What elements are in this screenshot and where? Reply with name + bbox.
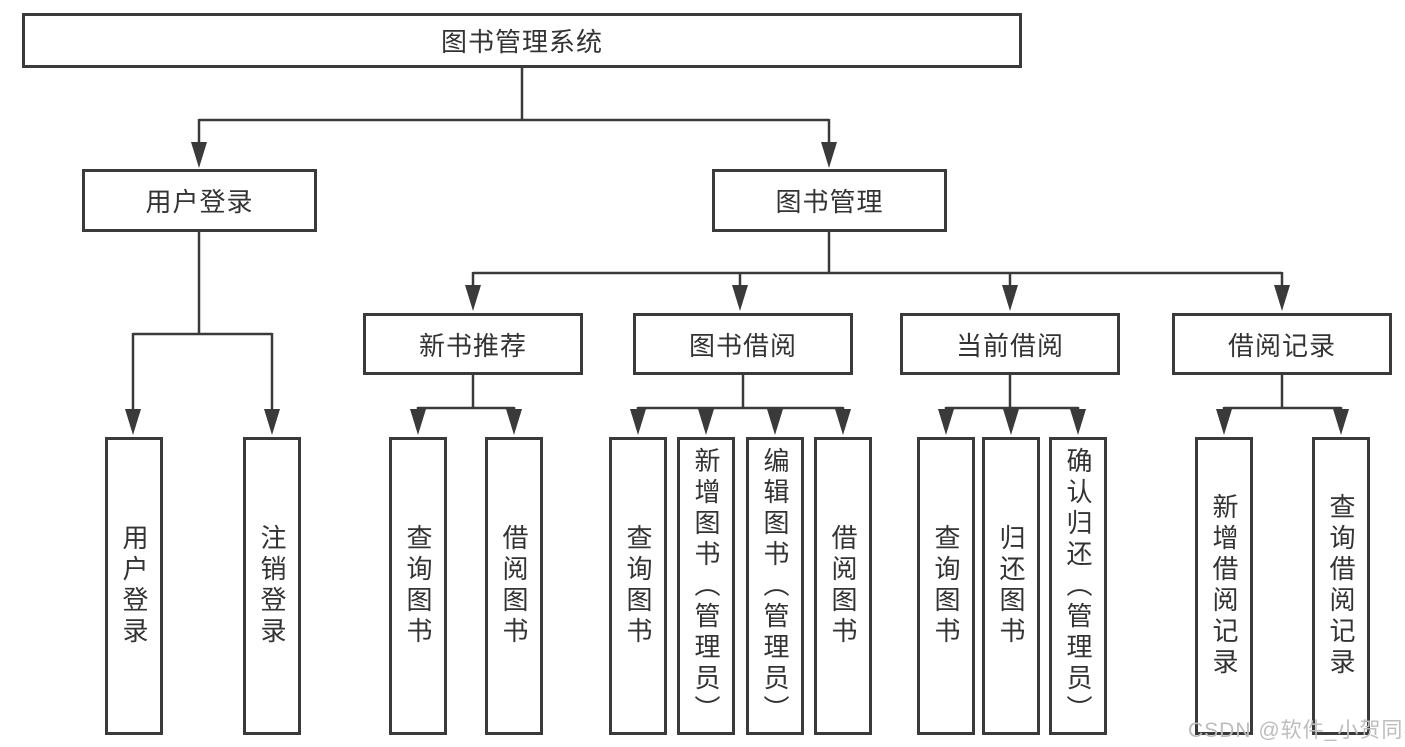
leaf-label: 注销登录	[257, 524, 287, 648]
leaf-recommend-query-book: 查询图书	[389, 437, 447, 735]
leaf-login-user-login: 用户登录	[105, 437, 163, 735]
arrowhead-icon	[1070, 409, 1086, 435]
leaf-label: 查询图书	[931, 524, 961, 648]
leaf-borrow-edit-book-admin: 编辑图书（管理员）	[746, 437, 804, 735]
arrowhead-icon	[1003, 409, 1019, 435]
node-current-borrow: 当前借阅	[900, 313, 1120, 375]
arrowhead-icon	[732, 285, 748, 311]
node-user-login: 用户登录	[82, 169, 317, 232]
leaf-borrow-add-book-admin: 新增图书（管理员）	[677, 437, 735, 735]
node-new-book-recommend: 新书推荐	[363, 313, 583, 375]
leaf-label: 查询借阅记录	[1326, 493, 1356, 679]
arrowhead-icon	[1216, 409, 1232, 435]
node-root: 图书管理系统	[22, 13, 1022, 68]
arrowhead-icon	[1002, 285, 1018, 311]
leaf-label: 查询图书	[403, 524, 433, 648]
arrowhead-icon	[821, 142, 837, 168]
leaf-recommend-borrow-book: 借阅图书	[485, 437, 543, 735]
connector-arrowheads	[125, 142, 1349, 435]
arrowhead-icon	[410, 409, 426, 435]
node-borrow-records: 借阅记录	[1172, 313, 1392, 375]
leaf-current-query-book: 查询图书	[917, 437, 975, 735]
leaf-login-logout: 注销登录	[243, 437, 301, 735]
arrowhead-icon	[835, 409, 851, 435]
leaf-label: 归还图书	[996, 524, 1026, 648]
arrowhead-icon	[698, 409, 714, 435]
node-book-management: 图书管理	[712, 169, 947, 232]
arrowhead-icon	[506, 409, 522, 435]
leaf-label: 编辑图书（管理员）	[760, 446, 790, 726]
arrowhead-icon	[630, 409, 646, 435]
leaf-label: 借阅图书	[499, 524, 529, 648]
node-book-borrow: 图书借阅	[633, 313, 853, 375]
leaf-borrow-borrow-book: 借阅图书	[814, 437, 872, 735]
arrowhead-icon	[465, 285, 481, 311]
arrowhead-icon	[264, 409, 280, 435]
leaf-current-confirm-return-admin: 确认归还（管理员）	[1049, 437, 1107, 735]
watermark: CSDN @软件_小贺同学	[1188, 719, 1405, 742]
arrowhead-icon	[938, 409, 954, 435]
arrowhead-icon	[191, 142, 207, 168]
arrowhead-icon	[1333, 409, 1349, 435]
arrowhead-icon	[767, 409, 783, 435]
leaf-label: 查询图书	[623, 524, 653, 648]
leaf-records-query-record: 查询借阅记录	[1312, 437, 1370, 735]
leaf-label: 新增图书（管理员）	[691, 446, 721, 726]
leaf-records-add-record: 新增借阅记录	[1195, 437, 1253, 735]
arrowhead-icon	[125, 409, 141, 435]
arrowhead-icon	[1274, 285, 1290, 311]
leaf-current-return-book: 归还图书	[982, 437, 1040, 735]
leaf-label: 借阅图书	[828, 524, 858, 648]
leaf-borrow-query-book: 查询图书	[609, 437, 667, 735]
leaf-label: 新增借阅记录	[1209, 493, 1239, 679]
leaf-label: 确认归还（管理员）	[1063, 446, 1093, 726]
leaf-label: 用户登录	[119, 524, 149, 648]
